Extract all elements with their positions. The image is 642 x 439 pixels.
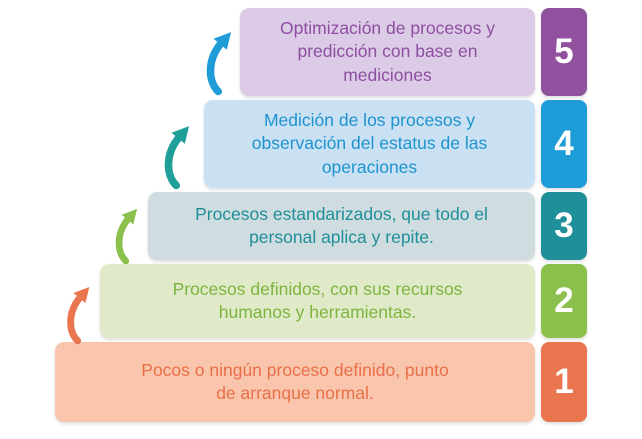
level-3-row: Procesos estandarizados, que todo el per…: [148, 192, 587, 260]
level-4-row: Medición de los procesos y observación d…: [204, 100, 587, 188]
level-1-text: Pocos o ningún proceso definido, punto d…: [141, 359, 449, 403]
level-5-badge: 5: [541, 8, 587, 96]
level-5-description: Optimización de procesos y predicción co…: [240, 8, 535, 96]
level-3-text: Procesos estandarizados, que todo el per…: [195, 203, 488, 247]
level-1-badge: 1: [541, 342, 587, 422]
level-1-row: Pocos o ningún proceso definido, punto d…: [55, 342, 587, 422]
level-2-row: Procesos definidos, con sus recursos hum…: [100, 264, 587, 338]
level-2-text: Procesos definidos, con sus recursos hum…: [172, 278, 463, 322]
level-3-description: Procesos estandarizados, que todo el per…: [148, 192, 535, 260]
arrow-up-4-to-5-icon: [204, 26, 242, 100]
level-5-row: Optimización de procesos y predicción co…: [240, 8, 587, 96]
arrow-up-3-to-4-icon: [162, 120, 200, 194]
level-3-badge: 3: [541, 192, 587, 260]
level-2-badge: 2: [541, 264, 587, 338]
level-4-badge: 4: [541, 100, 587, 188]
level-5-text: Optimización de procesos y predicción co…: [280, 18, 495, 85]
level-1-description: Pocos o ningún proceso definido, punto d…: [55, 342, 535, 422]
arrow-up-2-to-3-icon: [112, 206, 148, 266]
level-2-description: Procesos definidos, con sus recursos hum…: [100, 264, 535, 338]
level-4-description: Medición de los procesos y observación d…: [204, 100, 535, 188]
level-4-text: Medición de los procesos y observación d…: [251, 110, 488, 177]
arrow-up-1-to-2-icon: [64, 284, 100, 346]
